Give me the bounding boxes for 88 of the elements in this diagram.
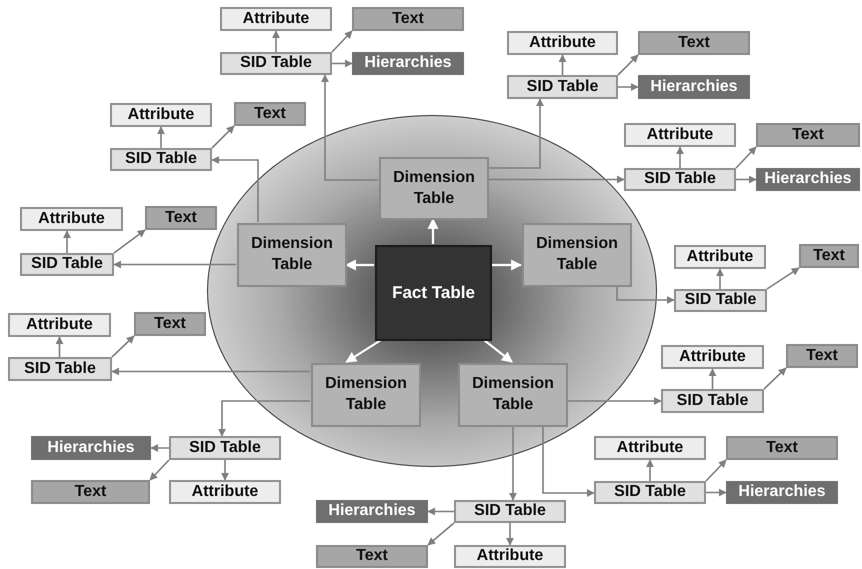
sid-table-box: SID Table (594, 481, 706, 504)
sid-table-box: SID Table (674, 289, 767, 312)
sid-table-box: SID Table (20, 253, 114, 276)
arrow (488, 98, 544, 169)
text-box: Text (316, 545, 428, 568)
attribute-box: Attribute (624, 123, 736, 147)
attribute-box: Attribute (594, 436, 706, 460)
arrow (428, 218, 438, 244)
arrow (705, 459, 727, 482)
sid-table-box: SID Table (220, 52, 332, 75)
arrow (483, 339, 513, 363)
text-box: Text (786, 344, 858, 368)
sid-table-box: SID Table (661, 389, 764, 413)
arrow (716, 268, 724, 289)
arrow (345, 339, 382, 363)
hierarchies-box: Hierarchies (316, 500, 428, 523)
arrow (63, 230, 71, 253)
hierarchies-box: Hierarchies (352, 52, 464, 75)
arrow (736, 176, 757, 184)
arrow (111, 368, 310, 376)
arrow (617, 54, 639, 76)
arrow (211, 156, 259, 222)
dimension-table-box: Dimension Table (237, 223, 347, 287)
attribute-box: Attribute (8, 313, 111, 337)
arrow (618, 83, 639, 91)
arrow (211, 125, 235, 149)
hierarchies-box: Hierarchies (638, 75, 750, 99)
arrow (506, 523, 514, 546)
arrow (766, 267, 800, 290)
arrow (427, 522, 455, 546)
arrow (646, 459, 654, 481)
text-box: Text (638, 31, 750, 55)
arrow (149, 459, 170, 481)
dimension-table-box: Dimension Table (379, 157, 489, 220)
attribute-box: Attribute (507, 31, 618, 55)
arrow (111, 335, 135, 358)
arrow (676, 146, 684, 168)
arrow (344, 260, 374, 270)
fact-table-box: Fact Table (375, 245, 492, 341)
text-box: Text (234, 102, 306, 126)
text-box: Text (799, 244, 859, 268)
arrow (114, 229, 146, 254)
arrow (616, 286, 675, 304)
arrow (488, 176, 625, 184)
arrow (331, 30, 353, 53)
sid-table-box: SID Table (8, 357, 112, 381)
text-box: Text (31, 480, 150, 504)
dimension-table-box: Dimension Table (522, 223, 632, 287)
sid-table-box: SID Table (624, 168, 736, 191)
arrow (509, 426, 517, 501)
hierarchies-box: Hierarchies (756, 168, 860, 191)
sid-table-box: SID Table (454, 500, 566, 523)
text-box: Text (756, 123, 860, 147)
arrow (427, 508, 454, 516)
attribute-box: Attribute (674, 245, 766, 269)
sid-table-box: SID Table (507, 75, 618, 99)
arrow (708, 368, 716, 389)
arrow (567, 397, 662, 405)
arrow (491, 260, 522, 270)
text-box: Text (145, 206, 217, 230)
dimension-table-box: Dimension Table (311, 363, 421, 427)
arrow (332, 60, 353, 68)
attribute-box: Attribute (454, 545, 566, 568)
arrow (150, 444, 169, 452)
arrow (56, 336, 64, 357)
dimension-table-box: Dimension Table (458, 363, 568, 427)
attribute-box: Attribute (661, 345, 764, 369)
arrow (218, 400, 310, 437)
text-box: Text (352, 7, 464, 31)
attribute-box: Attribute (169, 480, 281, 504)
text-box: Text (726, 436, 838, 460)
arrow (558, 54, 566, 75)
arrow (221, 460, 229, 481)
attribute-box: Attribute (110, 103, 212, 127)
hierarchies-box: Hierarchies (726, 481, 838, 504)
sid-table-box: SID Table (110, 148, 212, 171)
attribute-box: Attribute (20, 207, 123, 231)
arrow (321, 74, 378, 181)
arrow (706, 488, 727, 496)
text-box: Text (134, 312, 206, 336)
arrow (157, 126, 165, 148)
arrow (735, 146, 757, 169)
attribute-box: Attribute (220, 7, 332, 31)
arrow (272, 30, 280, 52)
arrow (113, 260, 236, 268)
arrow (763, 367, 787, 390)
hierarchies-box: Hierarchies (31, 436, 151, 460)
sid-table-box: SID Table (169, 436, 281, 460)
